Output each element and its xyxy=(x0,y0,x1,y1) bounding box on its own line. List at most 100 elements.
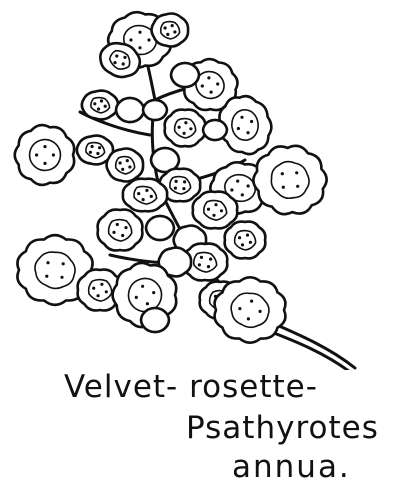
leaf-rosette xyxy=(191,190,239,230)
leaf-outline xyxy=(150,12,190,48)
leaf-outline xyxy=(252,144,328,216)
texture-dot xyxy=(149,194,153,198)
texture-dot xyxy=(141,198,145,202)
texture-dot xyxy=(88,150,92,154)
texture-dot xyxy=(138,46,142,50)
texture-dot xyxy=(166,32,170,37)
texture-dot xyxy=(216,82,220,86)
texture-dot xyxy=(296,184,300,188)
texture-dot xyxy=(92,286,96,290)
leaf-rosette xyxy=(114,96,146,124)
texture-dot xyxy=(184,121,188,125)
texture-dot xyxy=(240,193,244,197)
texture-dot xyxy=(245,233,250,237)
leaf-outline xyxy=(157,246,193,278)
texture-dot xyxy=(145,188,149,192)
texture-dot xyxy=(104,290,108,294)
texture-dot xyxy=(96,294,100,298)
texture-dot xyxy=(230,188,234,192)
caption-genus: Psathyrotes xyxy=(186,410,379,446)
leaf-outline xyxy=(96,208,144,252)
texture-dot xyxy=(134,295,138,299)
texture-dot xyxy=(250,119,254,124)
texture-dot xyxy=(189,127,193,131)
texture-dot xyxy=(138,30,142,34)
leaf-rosette xyxy=(218,94,273,156)
texture-dot xyxy=(200,84,204,88)
texture-dot xyxy=(281,185,285,189)
leaf-vein xyxy=(192,251,218,273)
leaf-rosette xyxy=(141,98,169,122)
leaf-vein xyxy=(270,160,310,200)
texture-dot xyxy=(99,99,104,103)
texture-dot xyxy=(118,161,122,165)
leaf-rosette xyxy=(80,89,120,121)
texture-dot xyxy=(207,76,211,80)
texture-dot xyxy=(93,102,97,106)
texture-dot xyxy=(100,282,104,286)
plant-sketch-icon xyxy=(13,10,357,370)
leaf-vein xyxy=(231,109,259,141)
leaf-outline xyxy=(141,98,169,122)
texture-dot xyxy=(209,257,213,261)
texture-dot xyxy=(121,62,125,66)
leaf-vein xyxy=(224,173,256,203)
texture-dot xyxy=(125,159,129,163)
texture-dot xyxy=(96,151,100,156)
texture-dot xyxy=(280,172,284,176)
leaf-vein xyxy=(202,199,228,221)
texture-dot xyxy=(177,125,181,129)
leaf-rosette xyxy=(150,12,190,48)
leaf-rosette xyxy=(201,118,229,142)
leaf-outline xyxy=(75,134,115,166)
leaf-rosette xyxy=(213,276,287,344)
leaf-outline xyxy=(76,268,124,312)
leaf-rosette xyxy=(169,61,201,89)
texture-dot xyxy=(61,262,65,266)
leaf-rosette xyxy=(157,246,193,278)
texture-dot xyxy=(121,167,125,171)
leaf-vein xyxy=(107,218,133,242)
leaf-outline xyxy=(201,118,229,142)
leaf-vein xyxy=(173,117,197,139)
leaf-outline xyxy=(121,177,169,213)
texture-dot xyxy=(147,38,151,42)
texture-dot xyxy=(46,261,50,265)
texture-dot xyxy=(174,179,178,183)
texture-dot xyxy=(96,107,101,111)
leaf-rosette xyxy=(16,233,94,307)
texture-dot xyxy=(246,317,250,321)
leaf-rosette xyxy=(163,108,207,148)
texture-dot xyxy=(183,180,187,184)
leaf-outline xyxy=(16,233,94,307)
texture-dot xyxy=(246,131,250,135)
texture-dot xyxy=(236,179,240,183)
leaf-outline xyxy=(144,214,176,242)
texture-dot xyxy=(115,222,119,227)
texture-dot xyxy=(182,131,186,135)
leaf-outline xyxy=(213,276,287,344)
texture-dot xyxy=(98,146,102,150)
leaf-vein xyxy=(230,292,270,329)
leaf-outline xyxy=(169,61,201,89)
leaf-vein xyxy=(85,141,106,159)
texture-dot xyxy=(115,54,119,58)
texture-dot xyxy=(248,240,252,244)
texture-dot xyxy=(209,90,213,94)
leaf-rosette xyxy=(96,208,144,252)
leaf-outline xyxy=(13,123,76,187)
texture-dot xyxy=(214,203,218,207)
texture-dot xyxy=(173,30,177,34)
texture-dot xyxy=(238,236,242,240)
texture-dot xyxy=(250,299,254,303)
texture-dot xyxy=(103,104,107,108)
leaf-rosette xyxy=(76,268,124,312)
texture-dot xyxy=(43,145,47,149)
leaf-rosette xyxy=(144,214,176,242)
texture-dot xyxy=(123,55,127,60)
texture-dot xyxy=(219,209,224,213)
leaf-vein xyxy=(233,229,257,251)
texture-dot xyxy=(240,115,244,119)
texture-dot xyxy=(152,291,156,295)
